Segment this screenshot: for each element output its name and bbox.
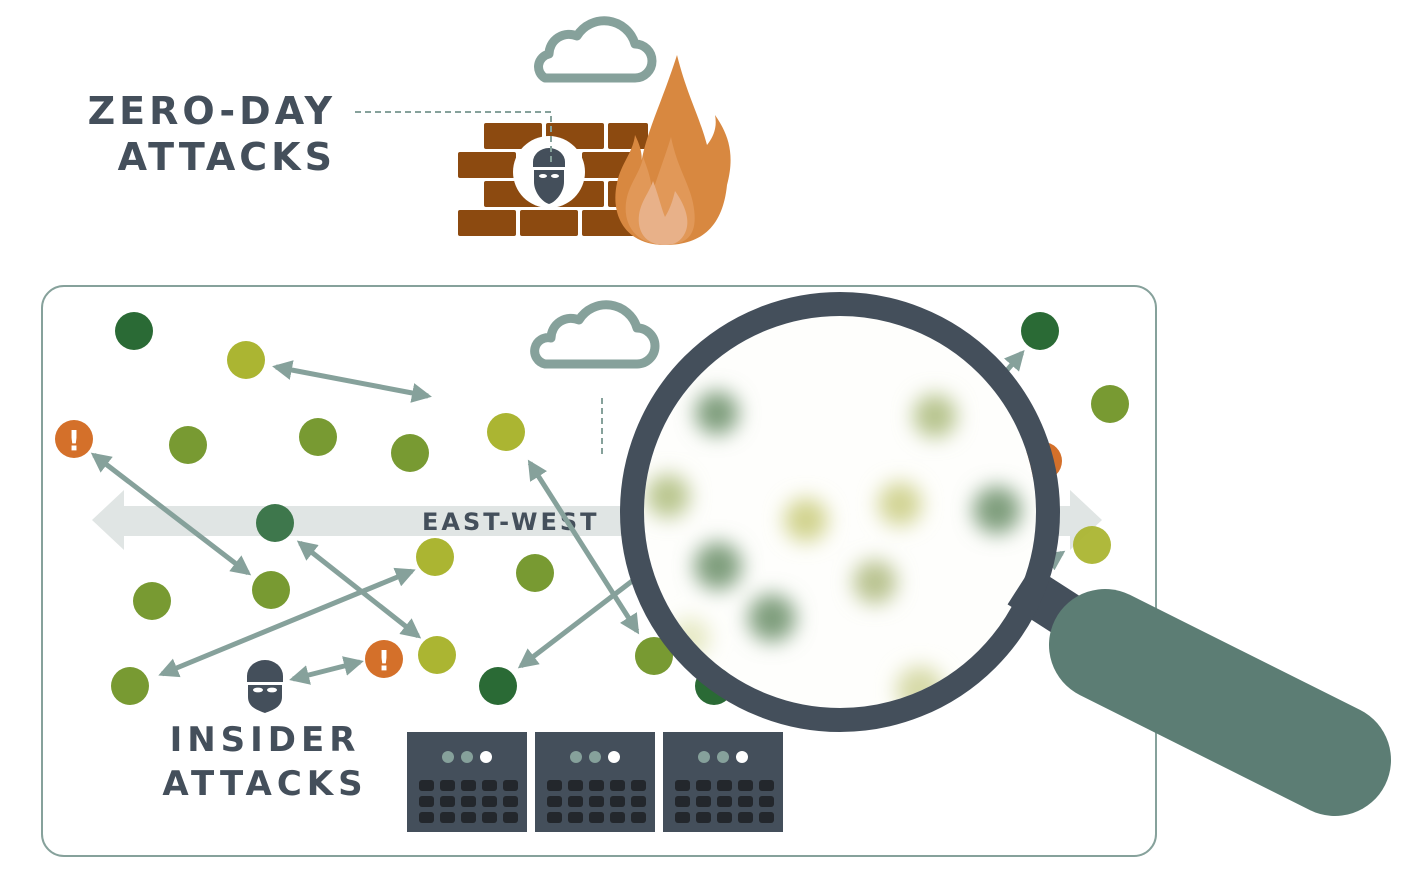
node (479, 667, 517, 705)
node (418, 636, 456, 674)
status-light (608, 751, 620, 763)
node (487, 413, 525, 451)
status-light (480, 751, 492, 763)
status-light (717, 751, 729, 763)
arrow (272, 360, 432, 403)
server-rack (407, 732, 783, 832)
arrow (158, 567, 416, 678)
cloud-icon-network (530, 300, 660, 369)
magnifier-handle (1049, 589, 1391, 816)
arrow (527, 459, 640, 635)
node (133, 582, 171, 620)
arrow (289, 656, 364, 685)
node (169, 426, 207, 464)
node (635, 637, 673, 675)
insider-label-line1: INSIDER (170, 720, 361, 760)
server-unit (407, 732, 527, 832)
node (227, 341, 265, 379)
arrow (517, 573, 642, 669)
node (416, 538, 454, 576)
zero-day-label-line2: ATTACKS (118, 135, 336, 179)
network-boundary (41, 285, 1157, 857)
node (252, 571, 290, 609)
zero-day-leader-line (355, 111, 552, 164)
arrow (90, 452, 252, 576)
node (1091, 385, 1129, 423)
insider-label-line2: ATTACKS (162, 764, 367, 804)
status-light (698, 751, 710, 763)
node (1021, 312, 1059, 350)
traffic-arrows (90, 349, 1066, 685)
node (115, 312, 153, 350)
magnifier-rim (620, 292, 1060, 732)
thief-icon-insider (247, 660, 283, 713)
thief-icon-zero-day (533, 148, 565, 204)
cloud-icon-top (534, 16, 657, 83)
node (1073, 526, 1111, 564)
node (256, 504, 294, 542)
node (391, 434, 429, 472)
server-unit (663, 732, 783, 832)
svg-text:!: ! (68, 424, 81, 457)
server-unit (535, 732, 655, 832)
node (299, 418, 337, 456)
arrow (296, 540, 422, 639)
zero-day-label-line1: ZERO-DAY (88, 89, 336, 133)
status-light (442, 751, 454, 763)
status-light (589, 751, 601, 763)
status-light (461, 751, 473, 763)
fire-icon (615, 55, 731, 245)
node (111, 667, 149, 705)
alert-node-left: ! (55, 420, 93, 458)
node (516, 554, 554, 592)
svg-text:!: ! (378, 644, 391, 677)
alert-node-insider: ! (365, 640, 403, 678)
status-light (736, 751, 748, 763)
status-light (570, 751, 582, 763)
